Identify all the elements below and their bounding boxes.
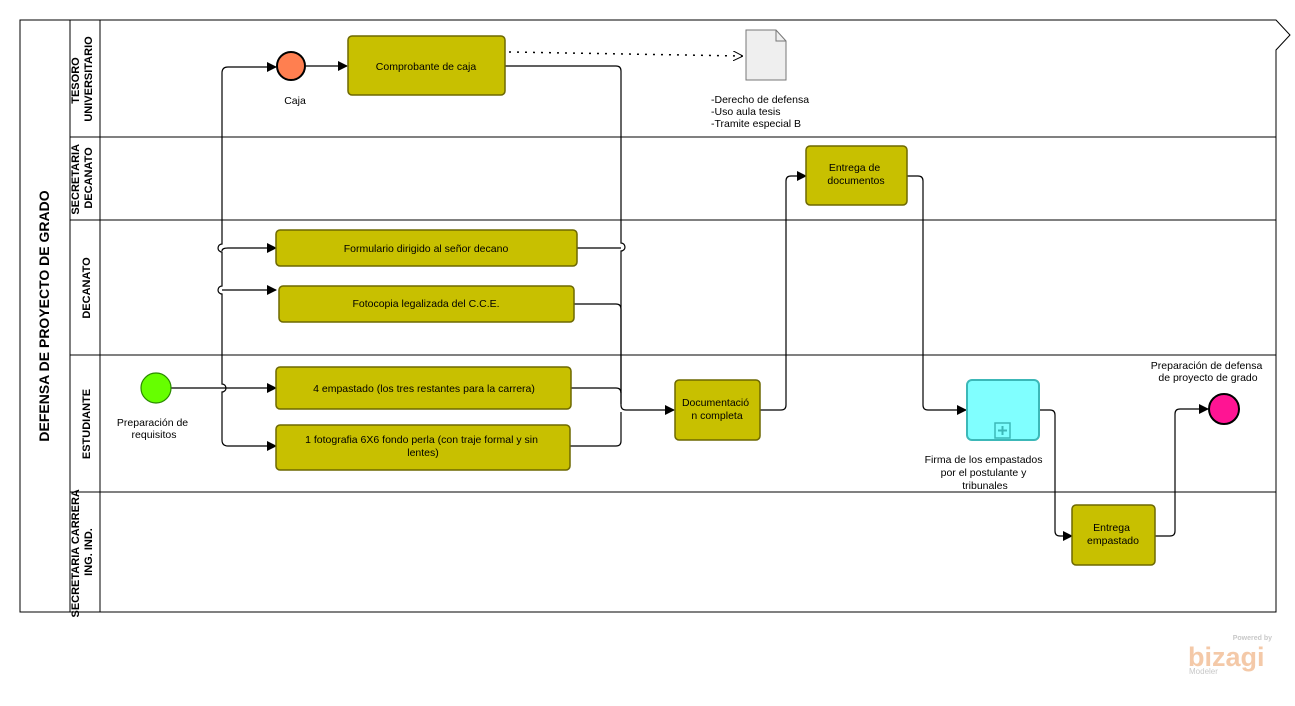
lane-tesoro: TESORO UNIVERSITARIO [70,36,95,122]
watermark-brand: bizagi [1188,642,1265,672]
caja-event-circle[interactable] [276,51,306,81]
task-fotografia[interactable]: 1 fotografia 6X6 fondo perla (con traje … [275,424,571,471]
lane-separators [70,136,1276,493]
subprocess-box[interactable] [966,379,1040,441]
task-documentacion-label-2: n completa [691,410,743,422]
task-fotocopia[interactable]: Fotocopia legalizada del C.C.E. [278,285,575,323]
task-fotocopia-label: Fotocopia legalizada del C.C.E. [352,298,499,310]
lane-secretaria-carrera: SECRETARIA CARRERA ING. IND. [70,487,95,618]
subprocess-label-3: tribunales [962,480,1008,492]
lane-secretaria-carrera-label-1: SECRETARIA CARRERA [70,489,82,617]
bizagi-watermark: Powered by bizagi Modeler [1188,635,1272,676]
start-event-label-1: Preparación de [117,417,188,429]
end-event-label-1: Preparación de defensa [1151,360,1263,372]
data-object[interactable]: -Derecho de defensa -Uso aula tesis -Tra… [711,29,812,130]
svg-text:Preparación de requisito: Preparación de requisitos [117,417,191,441]
expand-icon[interactable] [994,422,1011,439]
lane-secretaria-decanato-label-1: SECRETARIA [70,144,82,215]
start-event[interactable]: Preparación de requisitos [117,372,191,441]
lane-secretaria-decanato-label-2: DECANATO [83,147,95,209]
watermark-product: Modeler [1189,667,1218,676]
task-entrega-empastado[interactable]: Entrega empastado [1071,504,1156,566]
svg-text:SECRETARIA CARRERA ING.: SECRETARIA CARRERA ING. IND. [70,487,95,618]
subprocess-label-1: Firma de los empastados [925,454,1043,466]
watermark-powered: Powered by [1233,635,1272,642]
task-documentacion-label-1: Documentació [682,397,749,409]
task-fotografia-label-2: lentes) [407,447,439,459]
task-comprobante-label: Comprobante de caja [376,61,477,73]
task-fotografia-label-1: 1 fotografia 6X6 fondo perla (con traje … [305,434,538,446]
lane-secretaria-carrera-label-2: ING. IND. [83,528,95,576]
data-object-line-1: -Derecho de defensa [711,94,809,106]
end-event[interactable]: Preparación de defensa de proyecto de gr… [1151,360,1265,425]
pool-title: DEFENSA DE PROYECTO DE GRADO [36,190,52,441]
svg-text:SECRETARIA DECANATO: SECRETARIA DECANATO [70,141,95,214]
document-icon[interactable] [745,29,787,81]
svg-text:Preparación de defensa d: Preparación de defensa de proyecto de gr… [1151,360,1265,384]
data-object-line-2: -Uso aula tesis [711,106,780,118]
lane-tesoro-label-1: TESORO [70,57,82,104]
lane-secretaria-decanato: SECRETARIA DECANATO [70,141,95,215]
subprocess-firma[interactable]: Firma de los empastados por el postulant… [925,379,1046,492]
svg-text:Documentació n completa: Documentació n completa [682,397,752,422]
task-entrega-doc-label-1: Entrega de [829,162,881,174]
task-4-empastado-label: 4 empastado (los tres restantes para la … [313,383,535,395]
svg-text:TESORO UNIVERSITARIO: TESORO UNIVERSITARIO [70,36,95,122]
svg-text:Entrega empastado: Entrega empastado [1087,522,1139,547]
start-event-label-2: requisitos [132,429,177,441]
start-event-circle[interactable] [140,372,172,404]
end-event-label-2: de proyecto de grado [1158,372,1257,384]
task-entrega-emp-label-2: empastado [1087,535,1139,547]
task-entrega-de-documentos[interactable]: Entrega de documentos [805,145,908,206]
data-object-line-3: -Tramite especial B [711,118,801,130]
svg-text:Entrega de documentos: Entrega de documentos [827,162,884,187]
task-entrega-doc-label-2: documentos [827,175,884,187]
svg-text:1 fotografia 6X6 fondo perla (: 1 fotografia 6X6 fondo perla (con traje … [305,434,541,459]
lane-tesoro-label-2: UNIVERSITARIO [83,36,95,122]
lane-estudiante: ESTUDIANTE [81,389,93,459]
task-formulario[interactable]: Formulario dirigido al señor decano [275,229,578,267]
lane-decanato-label: DECANATO [81,257,93,319]
sequence-flows [171,52,1209,541]
caja-event[interactable]: Caja [276,51,306,107]
svg-text:-Derecho de defensa -Uso: -Derecho de defensa -Uso aula tesis -Tra… [711,94,812,130]
caja-event-label: Caja [284,95,306,107]
task-4-empastado[interactable]: 4 empastado (los tres restantes para la … [275,366,572,410]
lane-estudiante-label: ESTUDIANTE [81,389,93,459]
task-documentacion-completa[interactable]: Documentació n completa [674,379,761,441]
svg-text:Firma de los empastados: Firma de los empastados por el postulant… [925,454,1046,492]
lane-decanato: DECANATO [81,257,93,319]
subprocess-label-2: por el postulante y [941,467,1028,479]
task-formulario-label: Formulario dirigido al señor decano [344,243,509,255]
end-event-circle[interactable] [1208,393,1240,425]
task-comprobante-de-caja[interactable]: Comprobante de caja [347,35,506,96]
task-entrega-emp-label-1: Entrega [1093,522,1130,534]
